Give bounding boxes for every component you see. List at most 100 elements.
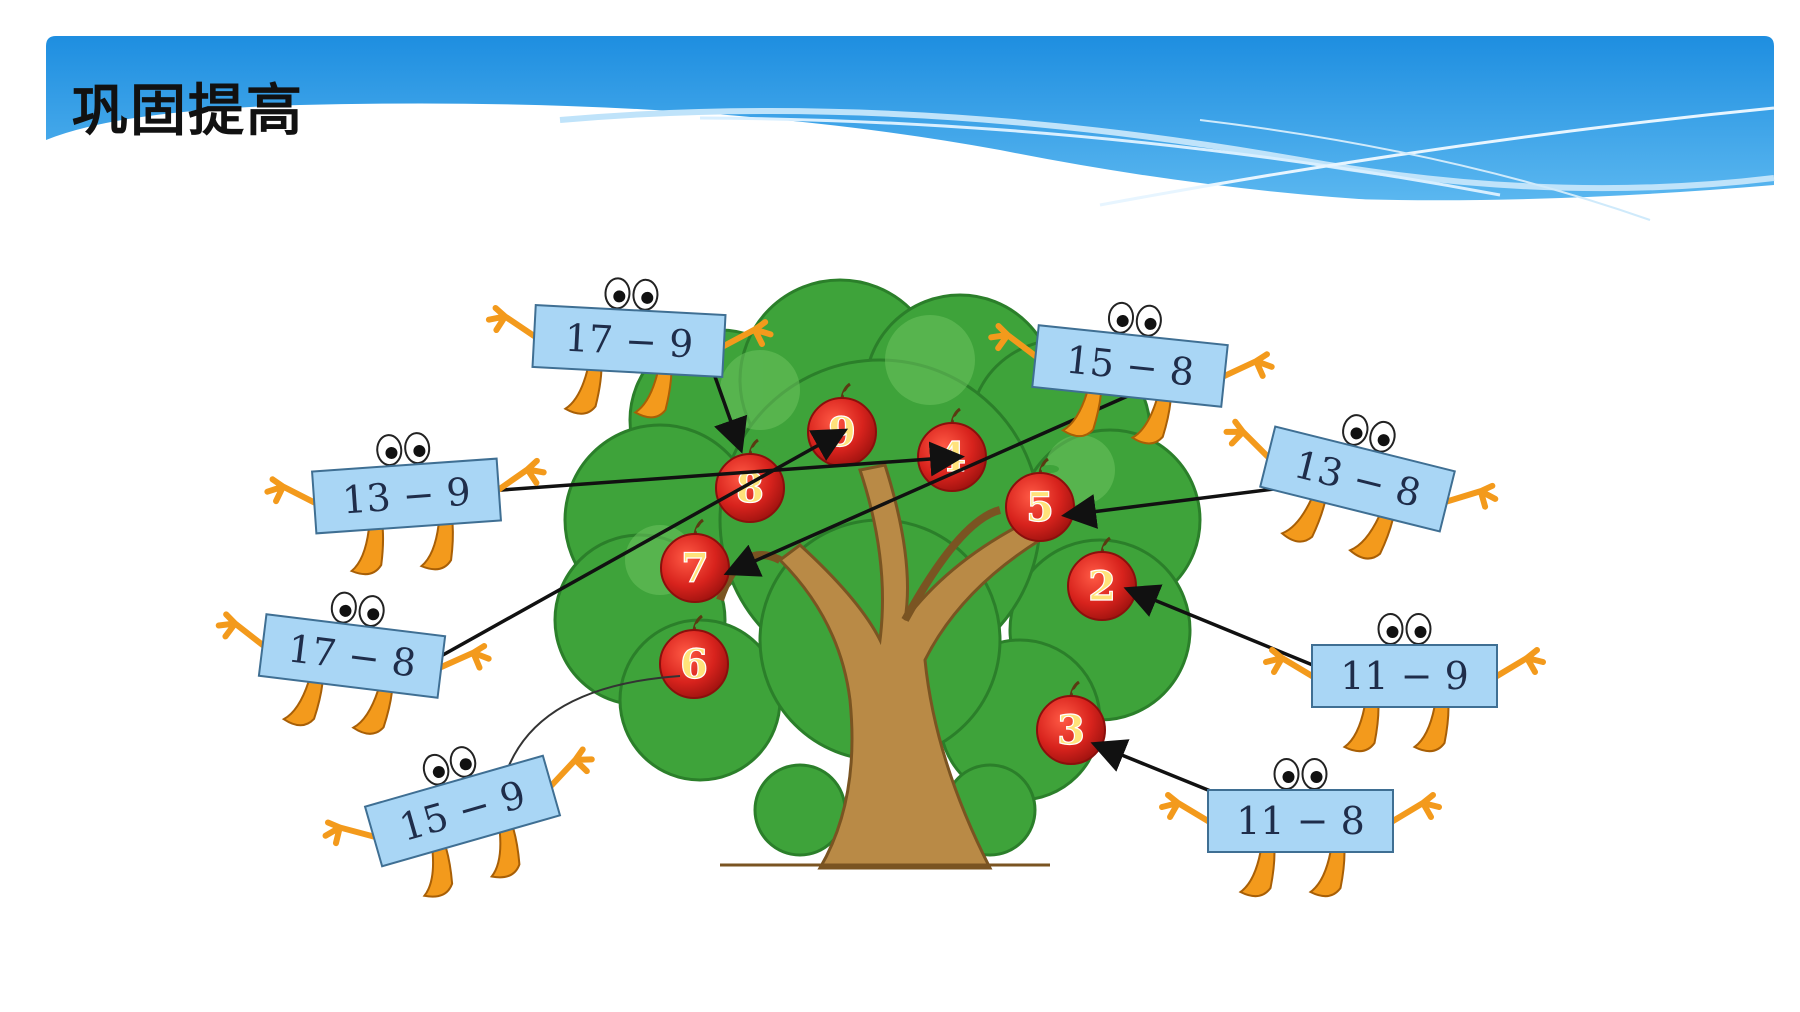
character-foot (1308, 851, 1346, 898)
number-card (1031, 324, 1229, 408)
card-character-13-8: 13 − 8 (1223, 414, 1499, 560)
card-expression: 11 − 8 (1236, 799, 1365, 843)
apple-leaf (696, 526, 714, 534)
apple-leaf (695, 622, 713, 630)
answer-arrow (1061, 485, 1291, 529)
character-pupil (339, 604, 352, 617)
card-character-13-9: 13 − 9 (264, 432, 547, 576)
character-foot (1280, 498, 1326, 543)
character-hand-right (548, 746, 595, 789)
character-hand-right (1221, 351, 1275, 379)
character-pupil (613, 290, 626, 303)
character-foot (489, 828, 521, 879)
apple-stem (693, 518, 704, 535)
answer-arrow (504, 675, 681, 777)
character-hand-right (1390, 792, 1442, 824)
character-pupil (432, 766, 445, 779)
character-hand-right (1444, 482, 1499, 510)
character-pupil (385, 446, 398, 459)
apple-number: 2 (1088, 563, 1116, 610)
character-foot (1348, 515, 1394, 560)
card-character-15-8: 15 − 8 (988, 301, 1275, 445)
character-foot (1412, 706, 1450, 753)
card-character-11-8: 11 − 8 (1159, 758, 1442, 898)
character-foot (349, 528, 385, 576)
apple-stem (1038, 457, 1049, 474)
apple-stem (748, 438, 759, 455)
number-card (257, 613, 447, 699)
apple-leaf (1041, 465, 1059, 473)
slide-title: 巩固提高 (72, 79, 304, 144)
character-hand-right (495, 457, 547, 493)
character-hand-left (215, 611, 266, 649)
card-character-11-9: 11 − 9 (1263, 613, 1546, 753)
number-cards-group: 17 − 9 15 − 8 13 − 9 13 − 8 17 − 8 11 − 9 15 −… (215, 277, 1546, 898)
apple-leaf (953, 415, 971, 423)
apple-leaf (1072, 688, 1090, 696)
character-hand-left (264, 476, 318, 506)
number-card (363, 754, 562, 868)
apple-6: 6 (659, 614, 729, 699)
character-foot (563, 369, 603, 415)
number-card (310, 457, 503, 535)
character-hand-right (720, 319, 774, 349)
character-hand-right (1494, 647, 1546, 679)
answer-arrows (415, 339, 1338, 807)
character-pupil (1282, 771, 1295, 783)
number-card (531, 304, 727, 378)
character-pupil (1386, 626, 1399, 638)
card-character-15-9: 15 − 9 (322, 746, 595, 898)
apple-number: 3 (1057, 707, 1085, 754)
answer-arrow (723, 393, 1131, 577)
tree-trunk (777, 463, 1042, 870)
character-foot (419, 523, 454, 571)
character-pupil (641, 291, 654, 304)
character-pupil (1414, 626, 1427, 638)
character-foot (1238, 851, 1276, 898)
character-pupil (1144, 317, 1157, 330)
apple-2: 2 (1067, 536, 1137, 621)
apple-stem (1100, 536, 1111, 553)
card-character-17-8: 17 − 8 (215, 591, 492, 735)
character-pupil (413, 444, 426, 457)
character-hand-left (1263, 647, 1315, 679)
tree-branch (901, 506, 1002, 622)
character-foot (1060, 392, 1102, 438)
number-card (1311, 644, 1498, 708)
apple-number: 5 (1026, 484, 1054, 531)
character-foot (633, 373, 673, 419)
answer-arrow (415, 428, 849, 672)
apple-body (659, 629, 729, 699)
apple-3: 3 (1036, 680, 1106, 765)
apple-stem (840, 382, 851, 399)
apple-stem (950, 407, 961, 424)
number-card (1259, 425, 1456, 533)
apple-stem (692, 614, 703, 631)
apple-number: 6 (680, 641, 708, 688)
apple-body (1036, 695, 1106, 765)
card-expression: 13 − 9 (341, 470, 472, 523)
character-pupil (1116, 314, 1129, 327)
character-hand-left (1159, 792, 1211, 824)
header-banner (46, 36, 1775, 240)
character-hand-right (438, 643, 492, 671)
apple-leaf (843, 390, 861, 398)
character-hand-left (322, 819, 377, 847)
number-card (1207, 789, 1394, 853)
apple-leaf (1103, 544, 1121, 552)
character-pupil (1350, 427, 1363, 440)
character-pupil (1310, 771, 1323, 783)
character-foot (281, 681, 324, 727)
character-hand-left (988, 323, 1039, 360)
character-hand-left (485, 304, 538, 340)
character-foot (1130, 399, 1172, 445)
character-pupil (459, 758, 472, 771)
character-hand-left (1223, 418, 1271, 460)
apple-5: 5 (1005, 457, 1075, 542)
apple-number: 7 (681, 545, 709, 592)
card-character-17-9: 17 − 9 (485, 277, 774, 419)
answer-arrow (459, 441, 965, 495)
character-foot (1342, 706, 1380, 753)
card-expression: 11 − 9 (1340, 654, 1469, 698)
